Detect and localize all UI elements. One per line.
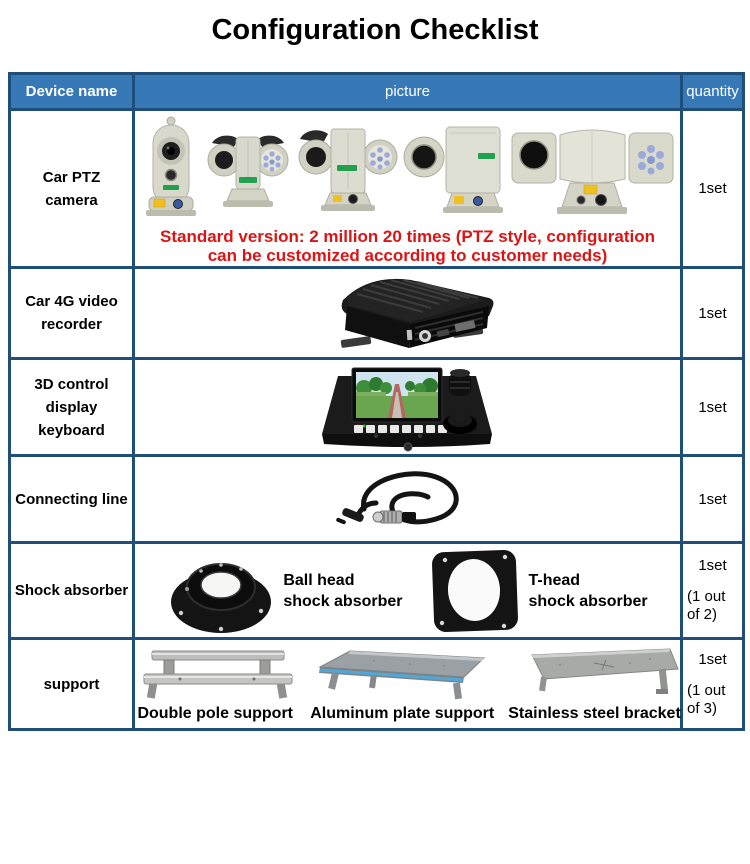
device-line: Car 4G video (25, 293, 118, 310)
quantity-note: (1 out of 2) (687, 588, 726, 623)
picture-cell-car-ptz-camera: Standard version: 2 million 20 times (PT… (132, 108, 683, 269)
configuration-table: Device name picture quantity Car PTZ cam… (8, 72, 745, 731)
stainless-steel-bracket-label: Stainless steel bracket (508, 705, 681, 722)
device-name-support: support (8, 637, 135, 731)
quantity-value: 1set (698, 650, 727, 668)
3d-control-display-keyboard-image (321, 367, 492, 452)
picture-cell-support: Double pole support Aluminum plate suppo… (132, 637, 683, 731)
quantity-car-4g-video-recorder: 1set (680, 266, 745, 360)
table-row-shock-absorber: Shock absorber (8, 541, 745, 640)
aluminum-plate-support-group: Aluminum plate support (310, 645, 494, 723)
device-name-car-4g-video-recorder: Car 4G video recorder (8, 266, 135, 360)
ball-head-shock-absorber-image (171, 562, 272, 633)
quantity-value: 1set (698, 180, 727, 197)
quantity-support: 1set (1 out of 3) (680, 637, 745, 731)
aluminum-plate-support-image (318, 650, 486, 700)
ptz-note-line1: Standard version: 2 million 20 times (PT… (160, 226, 655, 246)
stainless-steel-bracket-group: Stainless steel bracket (508, 645, 681, 723)
device-name-shock-absorber: Shock absorber (8, 541, 135, 640)
quantity-connecting-line: 1set (680, 454, 745, 544)
t-head-group: T-head shock absorber (429, 547, 648, 635)
quantity-shock-absorber: 1set (1 out of 2) (680, 541, 745, 640)
car-ptz-cameras-image (146, 116, 674, 216)
aluminum-plate-support-label: Aluminum plate support (310, 705, 495, 722)
quantity-3d-control-display-keyboard: 1set (680, 357, 745, 457)
table-row-car-ptz-camera: Car PTZ camera (8, 108, 745, 269)
device-line: recorder (41, 316, 102, 333)
ball-head-group: Ball head shock absorber (167, 547, 403, 635)
ptz-note: Standard version: 2 million 20 times (PT… (160, 227, 655, 265)
ptz-note-line2: can be customized according to customer … (207, 245, 608, 265)
connecting-line-image (335, 471, 459, 525)
double-pole-support-label: Double pole support (137, 705, 293, 722)
picture-cell-shock-absorber: Ball head shock absorber T-head shock ab… (132, 541, 683, 640)
quantity-value: 1set (698, 398, 727, 416)
device-name-connecting-line: Connecting line (8, 454, 135, 544)
label-line: Ball head (283, 571, 355, 589)
picture-cell-car-4g-video-recorder (132, 266, 683, 360)
device-name-3d-control-display-keyboard: 3D control display keyboard (8, 357, 135, 457)
label-line: shock absorber (528, 592, 648, 610)
picture-cell-connecting-line (132, 454, 683, 544)
picture-cell-3d-control-display-keyboard (132, 357, 683, 457)
table-row-support: support Double pole suppo (8, 637, 745, 731)
quantity-value: 1set (698, 304, 727, 322)
quantity-car-ptz-camera: 1set (680, 108, 745, 269)
label-line: T-head (528, 571, 581, 589)
table-row-car-4g-video-recorder: Car 4G video recorder (8, 266, 745, 360)
t-head-label: T-head shock absorber (529, 570, 648, 612)
car-4g-video-recorder-image (340, 278, 493, 348)
header-quantity: quantity (680, 72, 745, 111)
t-head-shock-absorber-image (431, 549, 518, 632)
device-line: keyboard (38, 421, 105, 439)
double-pole-support-group: Double pole support (134, 645, 296, 723)
quantity-note: (1 out of 3) (687, 681, 726, 717)
double-pole-support-image (143, 650, 293, 699)
device-line: display (45, 398, 98, 416)
table-row-connecting-line: Connecting line 1set (8, 454, 745, 544)
ball-head-label: Ball head shock absorber (283, 570, 402, 612)
device-line: 3D control (34, 375, 109, 393)
device-line: Car PTZ (42, 168, 101, 186)
page-title: Configuration Checklist (211, 14, 539, 46)
device-line: Shock absorber (14, 582, 129, 599)
device-line: camera (45, 191, 98, 209)
quantity-value: 1set (698, 557, 727, 574)
stainless-steel-bracket-image (530, 648, 679, 694)
device-name-car-ptz-camera: Car PTZ camera (8, 108, 135, 269)
table-row-3d-control-display-keyboard: 3D control display keyboard (8, 357, 745, 457)
label-line: shock absorber (283, 592, 403, 610)
header-device-name: Device name (8, 72, 135, 111)
device-line: Connecting line (15, 490, 128, 508)
table-header-row: Device name picture quantity (8, 72, 745, 111)
header-picture: picture (132, 72, 683, 111)
device-line: support (43, 675, 100, 693)
quantity-value: 1set (698, 490, 727, 508)
